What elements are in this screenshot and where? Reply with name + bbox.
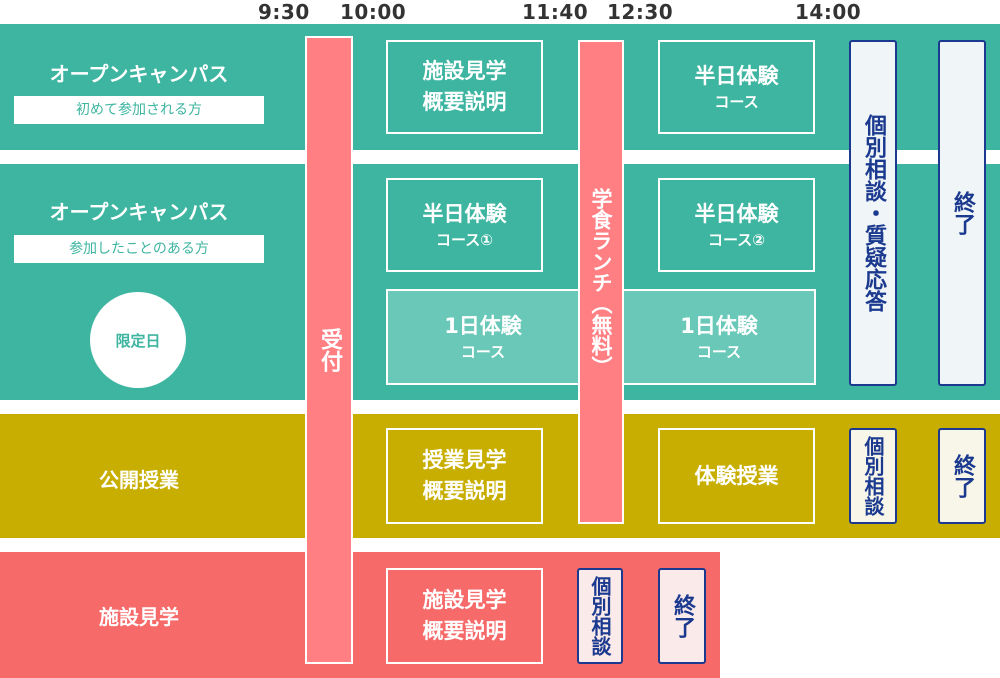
full-day-course-2-sub: コース (696, 343, 742, 361)
end-box-facility: 終了 (658, 568, 706, 664)
time-label-1140: 11:40 (522, 0, 589, 24)
band-open-campus-first (0, 24, 1000, 150)
row-title-open-class: 公開授業 (99, 468, 179, 492)
end-label-open-class: 終了 (950, 454, 975, 498)
consult-box-open-class: 個別相談 (849, 428, 897, 524)
oc1-tour-box: 施設見学 概要説明 (386, 40, 543, 134)
trial-class-box: 体験授業 (658, 428, 815, 524)
consult-box-facility: 個別相談 (577, 568, 623, 664)
oc2-half-day-2-sub: コース② (708, 231, 765, 249)
row-title-open-campus-first: オープンキャンパス (49, 62, 229, 86)
full-day-course-2: 1日体験 コース (624, 291, 814, 383)
time-label-1230: 12:30 (607, 0, 674, 24)
open-class-tour-line1: 授業見学 (422, 448, 507, 472)
facility-tour-box: 施設見学 概要説明 (386, 568, 543, 664)
row-title-open-campus-repeat: オープンキャンパス (49, 200, 229, 224)
time-label-1400: 14:00 (795, 0, 862, 24)
consult-qa-box: 個別相談・質疑応答 (849, 40, 897, 386)
oc2-half-day-2-box: 半日体験 コース② (658, 178, 815, 272)
oc1-tour-line2: 概要説明 (422, 90, 507, 114)
full-day-course-1-title: 1日体験 (444, 314, 522, 338)
full-day-course-1: 1日体験 コース (388, 291, 578, 383)
trial-class-label: 体験授業 (694, 463, 779, 488)
consult-label-facility: 個別相談 (588, 576, 612, 656)
band-open-class (0, 414, 1000, 538)
row-subtitle-returning: 参加したことのある方 (14, 235, 264, 263)
reception-label: 受付 (317, 328, 342, 372)
end-box-open-class: 終了 (938, 428, 986, 524)
consult-qa-label: 個別相談・質疑応答 (861, 114, 886, 312)
full-day-course-2-title: 1日体験 (680, 314, 758, 338)
end-label-open-campus: 終了 (950, 191, 975, 235)
row-subtitle-first-time: 初めて参加される方 (14, 96, 264, 124)
consult-label-open-class: 個別相談 (861, 436, 885, 516)
oc2-half-day-1-box: 半日体験 コース① (386, 178, 543, 272)
time-label-0930: 9:30 (258, 0, 310, 24)
time-label-1000: 10:00 (340, 0, 407, 24)
oc1-tour-line1: 施設見学 (422, 59, 507, 83)
oc2-half-day-2-title: 半日体験 (694, 202, 779, 226)
limited-day-badge: 限定日 (90, 292, 186, 388)
reception-bar: 受付 (305, 36, 353, 664)
oc1-half-day-title: 半日体験 (694, 64, 779, 88)
lunch-label: 学食ランチ（無料） (589, 187, 613, 377)
lunch-bar: 学食ランチ（無料） (578, 40, 624, 524)
end-label-facility: 終了 (670, 594, 695, 638)
row-title-facility-tour: 施設見学 (99, 605, 179, 629)
oc1-half-day-sub: コース (714, 93, 759, 111)
oc2-half-day-1-title: 半日体験 (422, 202, 507, 226)
open-class-tour-box: 授業見学 概要説明 (386, 428, 543, 524)
full-day-course-1-sub: コース (460, 343, 506, 361)
end-box-open-campus: 終了 (938, 40, 986, 386)
facility-tour-line1: 施設見学 (422, 588, 507, 612)
open-class-tour-line2: 概要説明 (422, 479, 507, 503)
oc2-half-day-1-sub: コース① (436, 231, 493, 249)
facility-tour-line2: 概要説明 (422, 619, 507, 643)
oc1-half-day-box: 半日体験 コース (658, 40, 815, 134)
